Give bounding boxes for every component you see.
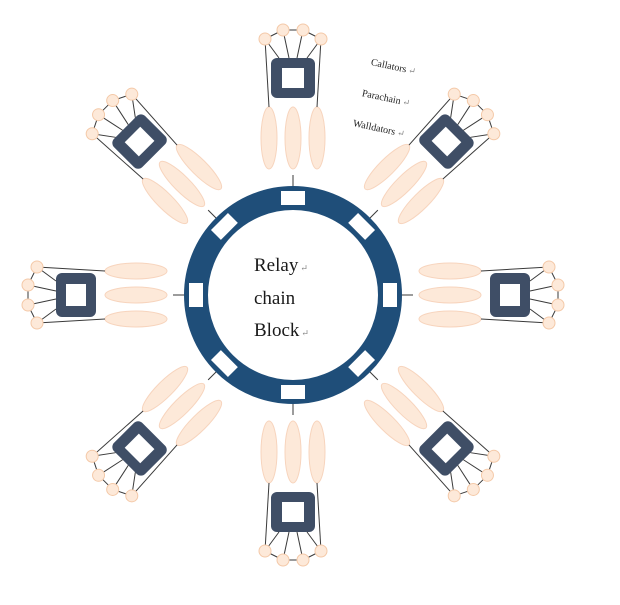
collator-link (91, 410, 144, 457)
parachain-unit (85, 87, 223, 225)
validator-node (308, 420, 326, 484)
collator-node (314, 32, 328, 46)
collator-node (542, 316, 556, 330)
parachain-block-window (124, 433, 155, 464)
collator-node (447, 87, 461, 101)
ring-slot (210, 212, 238, 240)
parachain-block-window (124, 126, 155, 157)
parachain-block-window (500, 284, 520, 306)
ring-slot (383, 283, 397, 307)
collator-link (408, 93, 455, 146)
collator-link (442, 133, 495, 180)
collator-link (264, 38, 270, 108)
collator-node (296, 23, 310, 37)
validator-node (418, 286, 482, 304)
ring-slot (348, 350, 376, 378)
collator-node (106, 482, 120, 496)
ring-slot (348, 212, 376, 240)
collator-node (551, 298, 565, 312)
collator-node (276, 23, 290, 37)
parachain-block-window (431, 126, 462, 157)
parachain-block-window (66, 284, 86, 306)
collator-link (36, 318, 106, 324)
relay-chain-label-line-3: Block↵ (254, 320, 309, 341)
parachain-block-window (282, 68, 304, 88)
collator-node (480, 108, 494, 122)
ring-slot (281, 191, 305, 205)
parachain-unit (21, 260, 188, 330)
validator-node (284, 106, 302, 170)
collator-node (551, 278, 565, 292)
parachain-units (21, 23, 565, 567)
validator-node (418, 310, 482, 328)
parachain-unit (363, 365, 501, 503)
collator-node (125, 87, 139, 101)
validator-node (380, 382, 428, 430)
collator-node (542, 260, 556, 274)
relay-chain-ring (184, 186, 402, 404)
collator-link (131, 93, 178, 146)
collator-node (466, 482, 480, 496)
collator-link (316, 482, 322, 552)
collator-node (258, 544, 272, 558)
collator-node (466, 94, 480, 108)
collator-node (480, 468, 494, 482)
validator-node (284, 420, 302, 484)
collator-node (30, 316, 44, 330)
validator-node (260, 106, 278, 170)
ring-slot (281, 385, 305, 399)
collator-node (258, 32, 272, 46)
validator-node (380, 160, 428, 208)
collator-node (92, 468, 106, 482)
collator-node (30, 260, 44, 274)
collator-node (276, 553, 290, 567)
collator-node (21, 298, 35, 312)
validator-node (104, 262, 168, 280)
collator-node (92, 108, 106, 122)
collator-node (106, 94, 120, 108)
collator-link (316, 38, 322, 108)
relay-chain-label-line-2: chain (254, 288, 296, 309)
validator-node (158, 160, 206, 208)
collator-node (125, 489, 139, 503)
ring-slot (189, 283, 203, 307)
validator-node (418, 262, 482, 280)
collator-link (480, 318, 550, 324)
parachain-block-window (282, 502, 304, 522)
parachain-block-window (431, 433, 462, 464)
collator-link (408, 444, 455, 497)
parachain-unit (85, 365, 223, 503)
collator-node (296, 553, 310, 567)
validator-node (104, 310, 168, 328)
ring-inner (209, 211, 377, 379)
collator-node (447, 489, 461, 503)
collator-node (21, 278, 35, 292)
parachain-unit (258, 400, 328, 567)
collator-link (91, 133, 144, 180)
parachain-unit (398, 260, 565, 330)
validator-node (260, 420, 278, 484)
validator-node (308, 106, 326, 170)
collator-link (442, 410, 495, 457)
collator-node (314, 544, 328, 558)
ring-slot (210, 350, 238, 378)
parachain-unit (258, 23, 328, 190)
collator-node (487, 449, 501, 463)
collator-link (36, 266, 106, 272)
collator-node (85, 449, 99, 463)
validator-node (158, 382, 206, 430)
collator-link (480, 266, 550, 272)
collator-node (85, 127, 99, 141)
collator-link (264, 482, 270, 552)
validator-node (104, 286, 168, 304)
relay-chain-label-line-1: Relay↵ (254, 255, 308, 276)
parachain-unit (363, 87, 501, 225)
collator-link (131, 444, 178, 497)
collator-node (487, 127, 501, 141)
